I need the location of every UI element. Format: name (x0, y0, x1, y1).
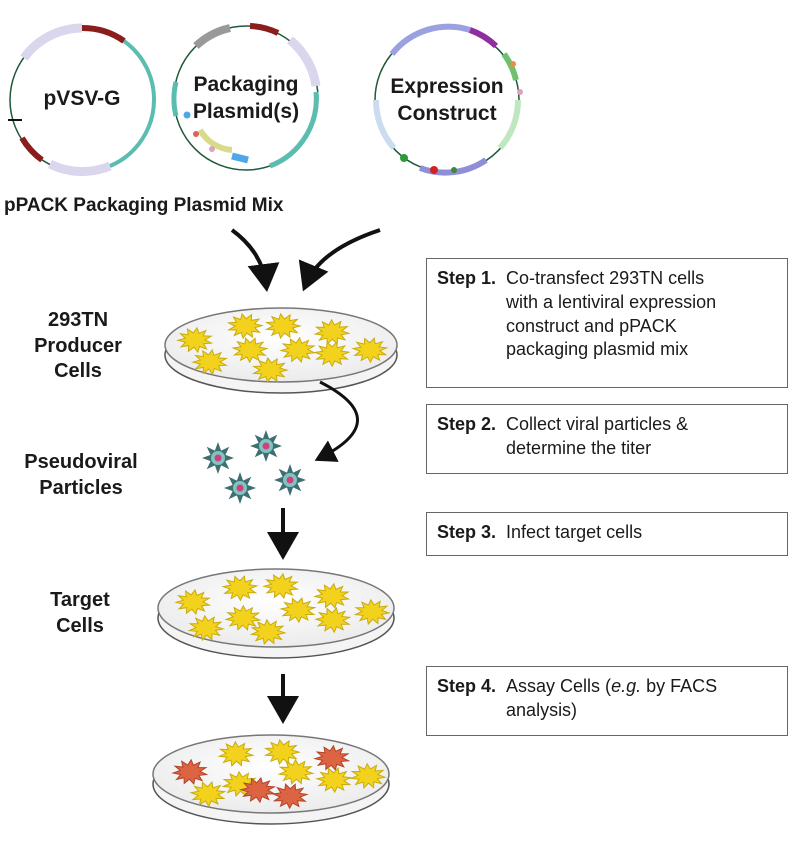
pseudoviral-particles (202, 430, 306, 504)
step-1-line-1: Co-transfect 293TN cells (506, 267, 716, 291)
virus-core (215, 455, 222, 462)
producer-label-line-1: 293TN (48, 309, 108, 331)
pvsvg-label: pVSV-G (32, 86, 132, 113)
target-cells-label: Target Cells (20, 588, 140, 639)
step-4-line-1: Assay Cells (e.g. by FACS (506, 675, 717, 699)
step-3-box: Step 3. Infect target cells (426, 512, 788, 556)
pvsvg-label-line: pVSV-G (43, 87, 120, 110)
step-2-line-1: Collect viral particles & (506, 413, 688, 437)
pseudoviral-label-line-2: Particles (39, 477, 122, 499)
step-4-text: Assay Cells (e.g. by FACS analysis) (506, 675, 717, 727)
target-label-line-2: Cells (56, 615, 104, 637)
packaging-label-line-1: Packaging (193, 73, 298, 96)
producer-label-line-2: Producer (34, 335, 122, 357)
expression-label-line-2: Construct (397, 102, 496, 125)
target-label-line-1: Target (50, 589, 110, 611)
virus-core (287, 477, 294, 484)
pseudoviral-label-line-1: Pseudoviral (24, 451, 137, 473)
arrow-mix-to-dish-right (306, 230, 380, 284)
step-2-box: Step 2. Collect viral particles & determ… (426, 404, 788, 474)
step-3-number: Step 3. (437, 521, 496, 547)
step-1-text: Co-transfect 293TN cells with a lentivir… (506, 267, 716, 379)
step-2-text: Collect viral particles & determine the … (506, 413, 688, 465)
step-4-box: Step 4. Assay Cells (e.g. by FACS analys… (426, 666, 788, 736)
virus-core (237, 485, 244, 492)
producer-label-line-3: Cells (54, 360, 102, 382)
step-4-line-2: analysis) (506, 699, 717, 723)
step-3-text: Infect target cells (506, 521, 642, 547)
assay-dish (153, 735, 389, 824)
target-dish (158, 569, 394, 658)
step-4-number: Step 4. (437, 675, 496, 727)
step-1-line-2: with a lentiviral expression (506, 291, 716, 315)
producer-dish (165, 308, 397, 393)
packaging-label-line-2: Plasmid(s) (193, 100, 299, 123)
step-3-line-1: Infect target cells (506, 521, 642, 545)
producer-cells-label: 293TN Producer Cells (18, 308, 138, 385)
mix-label: pPACK Packaging Plasmid Mix (4, 194, 283, 218)
expression-label-line-1: Expression (390, 75, 503, 98)
arrow-producer-to-particles (320, 382, 358, 458)
expression-construct-label: Expression Construct (382, 74, 512, 128)
arrow-mix-to-dish-left (232, 230, 266, 284)
step-1-line-3: construct and pPACK (506, 315, 716, 339)
step-2-line-2: determine the titer (506, 437, 688, 461)
pseudoviral-particles-label: Pseudoviral Particles (6, 450, 156, 501)
step-1-line-4: packaging plasmid mix (506, 338, 716, 362)
step-1-box: Step 1. Co-transfect 293TN cells with a … (426, 258, 788, 388)
step-2-number: Step 2. (437, 413, 496, 465)
packaging-plasmid-label: Packaging Plasmid(s) (186, 72, 306, 126)
step-1-number: Step 1. (437, 267, 496, 379)
virus-core (263, 443, 270, 450)
